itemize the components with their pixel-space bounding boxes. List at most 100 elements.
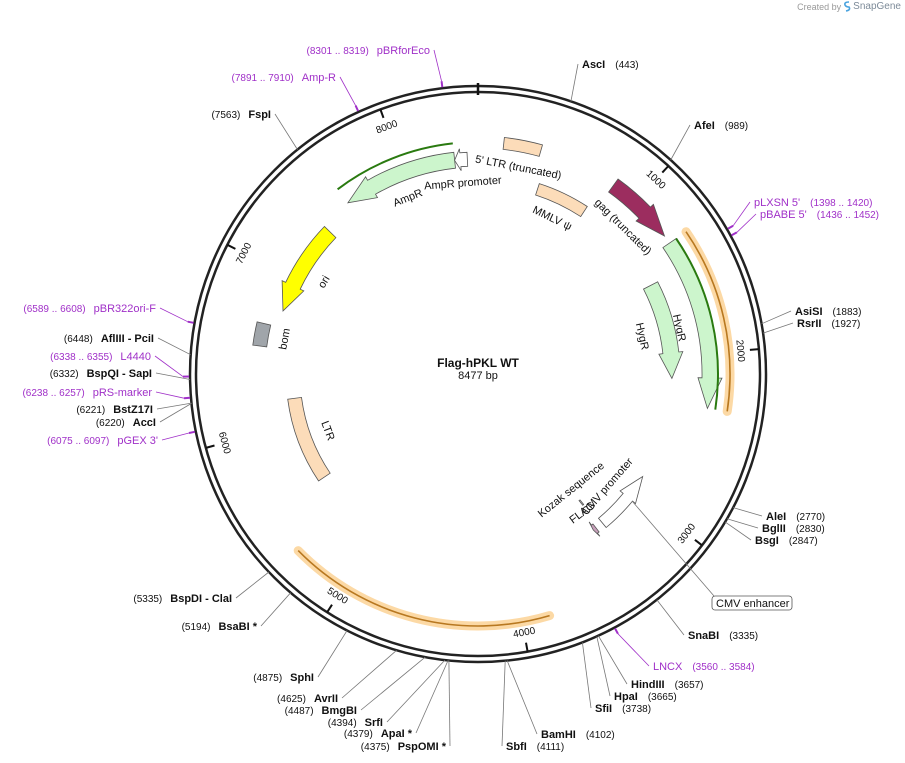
primer-line-pbabe-5 [736, 213, 757, 233]
tick-5000 [326, 604, 333, 613]
watermark-prefix: Created by [797, 1, 842, 12]
site-line-snabi [656, 599, 685, 636]
primer-l4440[interactable]: (6338 .. 6355)L4440 [50, 351, 151, 363]
primer-line-lncx [617, 633, 650, 667]
site-sbfi[interactable]: SbfI(4111) [506, 741, 564, 753]
snapgene-watermark: Created by SnapGene [797, 1, 901, 12]
site-bsabi[interactable]: (5194)BsaBI * [182, 621, 258, 633]
site-line-afliii-pcii [157, 337, 191, 356]
feature-ampr-11[interactable] [347, 151, 456, 204]
site-apai[interactable]: (4379)ApaI * [344, 728, 413, 740]
feature-5-ltr-truncated-0[interactable] [502, 137, 543, 157]
tick-label-7000: 7000 [234, 241, 254, 266]
primer-band-line-1 [297, 550, 550, 627]
feature-ltr-8[interactable] [287, 396, 331, 482]
site-line-fspi [274, 113, 298, 150]
site-hindiii[interactable]: HindIII(3657) [631, 679, 704, 691]
site-line-sbfi [501, 660, 506, 747]
site-line-bsabi [260, 592, 291, 627]
site-snabi[interactable]: SnaBI(3335) [688, 630, 758, 642]
site-sfii[interactable]: SfiI(3738) [595, 703, 651, 715]
site-bamhi[interactable]: BamHI(4102) [541, 729, 615, 741]
feature-kozak-sequence-7[interactable] [578, 499, 585, 506]
feature-ori-10[interactable] [281, 225, 337, 312]
site-line-afei [670, 124, 691, 161]
boxed-cmv-enhancer[interactable]: CMV enhancer [716, 598, 790, 610]
primer-mark-pbabe-5 [731, 231, 738, 237]
feature-label-ampr-11: AmpR [392, 187, 425, 209]
site-rsrii[interactable]: RsrII(1927) [797, 318, 860, 330]
primer-pbabe-5[interactable]: pBABE 5'(1436 .. 1452) [760, 209, 879, 221]
tick-4000 [525, 642, 529, 652]
site-avrii[interactable]: (4625)AvrII [277, 693, 338, 705]
primer-pgex-3[interactable]: (6075 .. 6097)pGEX 3' [47, 435, 158, 447]
site-sphi[interactable]: (4875)SphI [253, 672, 314, 684]
site-line-bspqi-sapi [155, 372, 191, 380]
site-line-bstz17i [156, 402, 192, 410]
tick-3000 [694, 539, 703, 547]
primer-lncx[interactable]: LNCX(3560 .. 3584) [653, 661, 755, 673]
primer-line-pgex-3 [161, 432, 190, 441]
feature-cmv-promoter-5[interactable] [597, 475, 644, 529]
feature-label-ori-10: ori [316, 274, 333, 291]
site-asci[interactable]: AscI(443) [582, 59, 639, 71]
feature-mmlv-1[interactable] [535, 183, 588, 218]
feature-label-ampr-promoter-12: AmpR promoter [424, 174, 503, 192]
primer-pbr322ori-f[interactable]: (6589 .. 6608)pBR322ori-F [23, 303, 156, 315]
tick-2000 [749, 348, 759, 351]
tick-label-6000: 6000 [216, 431, 233, 456]
tick-7000 [226, 243, 236, 250]
site-line-sphi [317, 630, 348, 678]
primer-line-prs-marker [155, 391, 185, 399]
site-hpai[interactable]: HpaI(3665) [614, 691, 677, 703]
site-asisi[interactable]: AsiSI(1883) [795, 306, 861, 318]
site-line-bmgbi [360, 656, 426, 711]
boxed-annotations: CMV enhancer [631, 501, 793, 611]
primer-amp-r[interactable]: (7891 .. 7910)Amp-R [232, 72, 337, 84]
site-bsgi[interactable]: BsgI(2847) [755, 535, 818, 547]
feature-bom-9[interactable] [252, 321, 272, 348]
site-bstz17i[interactable]: (6221)BstZ17I [76, 404, 153, 416]
site-line-apai [415, 660, 449, 734]
primer-plxsn-5[interactable]: pLXSN 5'(1398 .. 1420) [754, 197, 872, 209]
plasmid-name: Flag-hPKL WT [437, 356, 519, 370]
primer-line-pbr322ori-f [159, 307, 188, 323]
primer-line-l4440 [154, 355, 184, 377]
site-bspdi-clai[interactable]: (5335)BspDI - ClaI [133, 593, 232, 605]
site-line-bamhi [506, 660, 538, 735]
boxed-line-cmv-enhancer [631, 501, 715, 597]
site-pspomi[interactable]: (4375)PspOMI * [361, 741, 447, 753]
feature-flag-6[interactable] [588, 521, 601, 537]
feature-ampr-promoter-12[interactable] [454, 148, 469, 171]
site-line-srfi [386, 659, 446, 723]
feature-line-1 [336, 142, 453, 191]
tick-label-4000: 4000 [512, 626, 536, 641]
site-bspqi-sapi[interactable]: (6332)BspQI - SapI [50, 368, 152, 380]
site-afliii-pcii[interactable]: (6448)AflIII - PciI [64, 333, 154, 345]
site-alei[interactable]: AleI(2770) [766, 511, 825, 523]
snapgene-logo-icon [844, 1, 851, 12]
primer-mark-plxsn-5 [727, 224, 734, 230]
primer-line-amp-r [339, 76, 356, 106]
site-srfi[interactable]: (4394)SrfI [328, 717, 383, 729]
site-line-bspdi-clai [235, 571, 270, 599]
site-line-asci [570, 63, 579, 102]
primer-pbrforeco[interactable]: (8301 .. 8319)pBRforEco [307, 45, 430, 57]
tick-1000 [661, 165, 670, 174]
feature-label-bom-9: bom [277, 327, 293, 350]
site-fspi[interactable]: (7563)FspI [211, 109, 271, 121]
site-acci[interactable]: (6220)AccI [96, 417, 156, 429]
primer-mark-pbrforeco [440, 81, 444, 88]
site-line-hindiii [597, 635, 628, 685]
site-bglii[interactable]: BglII(2830) [762, 523, 825, 535]
feature-gag-truncated-2[interactable] [608, 178, 666, 237]
site-afei[interactable]: AfeI(989) [694, 120, 748, 132]
site-line-alei [732, 507, 763, 517]
site-bmgbi[interactable]: (4487)BmgBI [285, 705, 357, 717]
feature-hygr-4[interactable] [642, 281, 684, 380]
primer-prs-marker[interactable]: (6238 .. 6257)pRS-marker [22, 387, 152, 399]
plasmid-length: 8477 bp [458, 370, 498, 382]
tick-label-8000: 8000 [375, 118, 400, 136]
